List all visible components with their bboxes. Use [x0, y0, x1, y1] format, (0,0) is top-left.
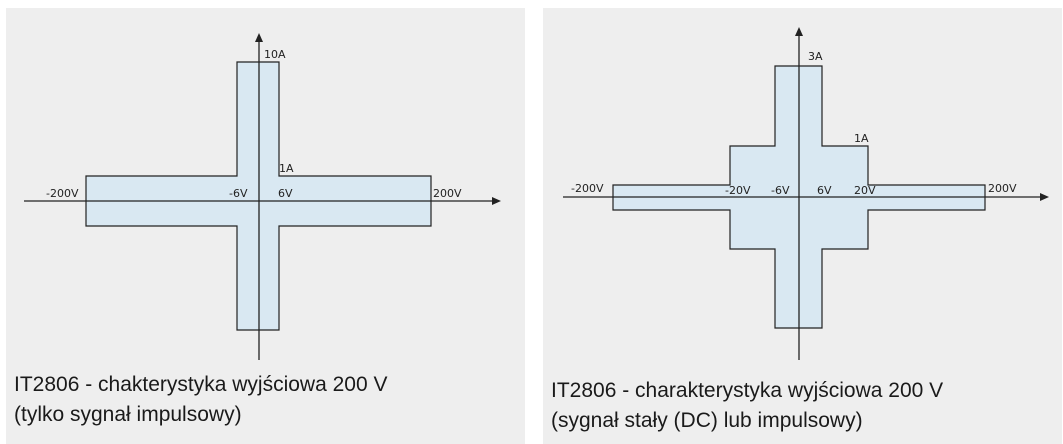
vi-characteristic-chart-left: 10A 1A -200V -6V 6V 200V — [24, 33, 501, 360]
caption-left: IT2806 - chakterystyka wyjściowa 200 V (… — [14, 370, 388, 430]
label-current-small: 1A — [279, 162, 294, 175]
label-voltage-pos-small: 6V — [817, 184, 832, 197]
label-current-max: 3A — [808, 50, 823, 63]
label-voltage-pos-mid: 20V — [854, 184, 876, 197]
y-axis-arrow — [795, 27, 803, 36]
caption-title-left: IT2806 - chakterystyka wyjściowa 200 V — [14, 373, 388, 396]
diagram-panel-pulse-only: 10A 1A -200V -6V 6V 200V IT2806 - chakte… — [6, 8, 525, 444]
label-voltage-pos-max: 200V — [433, 187, 462, 200]
label-voltage-neg-small: -6V — [771, 184, 790, 197]
label-voltage-pos-small: 6V — [278, 187, 293, 200]
label-current-small: 1A — [854, 132, 869, 145]
caption-subtitle-right: (sygnał stały (DC) lub impulsowy) — [551, 409, 863, 432]
y-axis-arrow — [255, 33, 263, 42]
caption-subtitle-left: (tylko sygnał impulsowy) — [14, 403, 242, 426]
label-voltage-neg-mid: -20V — [725, 184, 751, 197]
x-axis-arrow — [492, 197, 501, 205]
caption-title-right: IT2806 - charakterystyka wyjściowa 200 V — [551, 379, 944, 402]
label-current-max: 10A — [264, 48, 286, 61]
x-axis-arrow — [1040, 193, 1049, 201]
label-voltage-neg-small: -6V — [229, 187, 248, 200]
diagram-panel-dc-or-pulse: 3A 1A -200V -20V -6V 6V 20V 200V IT2806 … — [543, 8, 1062, 444]
vi-characteristic-chart-right: 3A 1A -200V -20V -6V 6V 20V 200V — [563, 27, 1049, 360]
label-voltage-neg-max: -200V — [571, 182, 604, 195]
label-voltage-neg-max: -200V — [46, 187, 79, 200]
caption-right: IT2806 - charakterystyka wyjściowa 200 V… — [551, 376, 943, 436]
label-voltage-pos-max: 200V — [988, 182, 1017, 195]
